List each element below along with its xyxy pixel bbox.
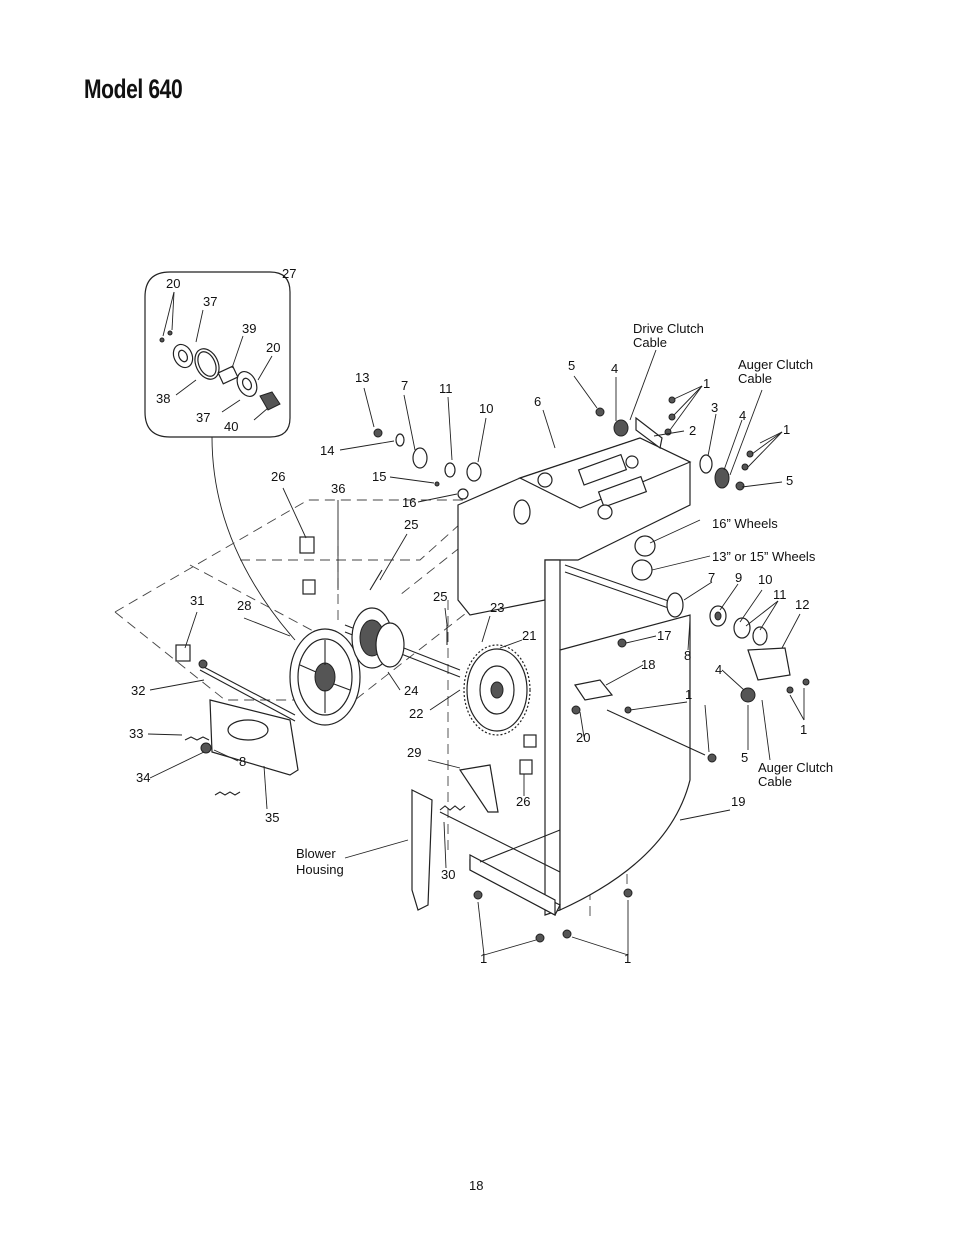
callout-4: 4: [715, 662, 722, 677]
callout-40: 40: [224, 419, 238, 434]
callout-28: 28: [237, 598, 251, 613]
callout-1: 1: [703, 376, 710, 391]
callout-29: 29: [407, 745, 421, 760]
label-blower-housing-line2: Housing: [296, 862, 344, 877]
callout-1: 1: [624, 951, 631, 966]
hardware-bolts: [198, 396, 810, 943]
callout-8: 8: [684, 648, 691, 663]
callout-33: 33: [129, 726, 143, 741]
callout-23: 23: [490, 600, 504, 615]
callout-10: 10: [758, 572, 772, 587]
callout-20: 20: [266, 340, 280, 355]
label-blower-housing-line1: Blower: [296, 846, 336, 861]
callout-11: 11: [439, 381, 453, 396]
callout-9: 9: [735, 570, 742, 585]
callout-37: 37: [196, 410, 210, 425]
drive-wheel: [289, 628, 361, 726]
callout-39: 39: [242, 321, 256, 336]
callout-37: 37: [203, 294, 217, 309]
callout-2: 2: [689, 423, 696, 438]
callout-15: 15: [372, 469, 386, 484]
callout-7: 7: [401, 378, 408, 393]
callout-24: 24: [404, 683, 418, 698]
callout-12: 12: [795, 597, 809, 612]
callout-6: 6: [534, 394, 541, 409]
callout-4: 4: [739, 408, 746, 423]
label-auger-clutch-cable-bottom-line1: Auger Clutch: [758, 760, 833, 775]
large-gear: [463, 644, 531, 736]
label-auger-clutch-cable-top-line1: Auger Clutch: [738, 357, 813, 372]
callout-13: 13: [355, 370, 369, 385]
callout-19: 19: [731, 794, 745, 809]
callout-10: 10: [479, 401, 493, 416]
text-labels: Drive Clutch Cable Auger Clutch Cable 16…: [296, 321, 833, 877]
callout-26: 26: [271, 469, 285, 484]
shift-lever: [411, 764, 561, 911]
callout-5: 5: [568, 358, 575, 373]
callout-17: 17: [657, 628, 671, 643]
callout-25: 25: [404, 517, 418, 532]
label-13-15-wheels: 13” or 15” Wheels: [712, 549, 816, 564]
callout-1: 1: [685, 687, 692, 702]
callout-5: 5: [741, 750, 748, 765]
label-16-wheels: 16” Wheels: [712, 516, 778, 531]
gearbox-frame: [457, 437, 692, 616]
callout-20: 20: [576, 730, 590, 745]
callout-3: 3: [711, 400, 718, 415]
callouts: 20 37 39 20 38 37 40 27 13 7 11 10 6 5 4…: [129, 266, 809, 966]
callout-16: 16: [402, 495, 416, 510]
friction-hub: [351, 607, 405, 669]
inset-pointer-line: [211, 436, 296, 641]
callout-14: 14: [320, 443, 334, 458]
callout-30: 30: [441, 867, 455, 882]
page-number: 18: [469, 1178, 484, 1193]
callout-32: 32: [131, 683, 145, 698]
callout-1: 1: [480, 951, 487, 966]
right-wheel-parts: [574, 416, 791, 756]
callout-34: 34: [136, 770, 150, 785]
leader-lines: [147, 291, 805, 956]
callout-27: 27: [282, 266, 296, 281]
callout-7: 7: [708, 570, 715, 585]
callout-4: 4: [611, 361, 618, 376]
callout-8: 8: [239, 754, 246, 769]
label-auger-clutch-cable-top-line2: Cable: [738, 371, 772, 386]
label-drive-clutch-cable-line2: Cable: [633, 335, 667, 350]
callout-11: 11: [773, 587, 787, 602]
callout-22: 22: [409, 706, 423, 721]
callout-1: 1: [783, 422, 790, 437]
inset-parts: [159, 330, 281, 411]
page-title: Model 640: [84, 74, 183, 104]
callout-1: 1: [800, 722, 807, 737]
callout-26: 26: [516, 794, 530, 809]
callout-31: 31: [190, 593, 204, 608]
callout-36: 36: [331, 481, 345, 496]
callout-35: 35: [265, 810, 279, 825]
callout-5: 5: [786, 473, 793, 488]
callout-38: 38: [156, 391, 170, 406]
label-drive-clutch-cable-line1: Drive Clutch: [633, 321, 704, 336]
clutch-bracket: [175, 644, 299, 796]
callout-18: 18: [641, 657, 655, 672]
callout-21: 21: [522, 628, 536, 643]
callout-20: 20: [166, 276, 180, 291]
label-auger-clutch-cable-bottom-line2: Cable: [758, 774, 792, 789]
callout-25: 25: [433, 589, 447, 604]
